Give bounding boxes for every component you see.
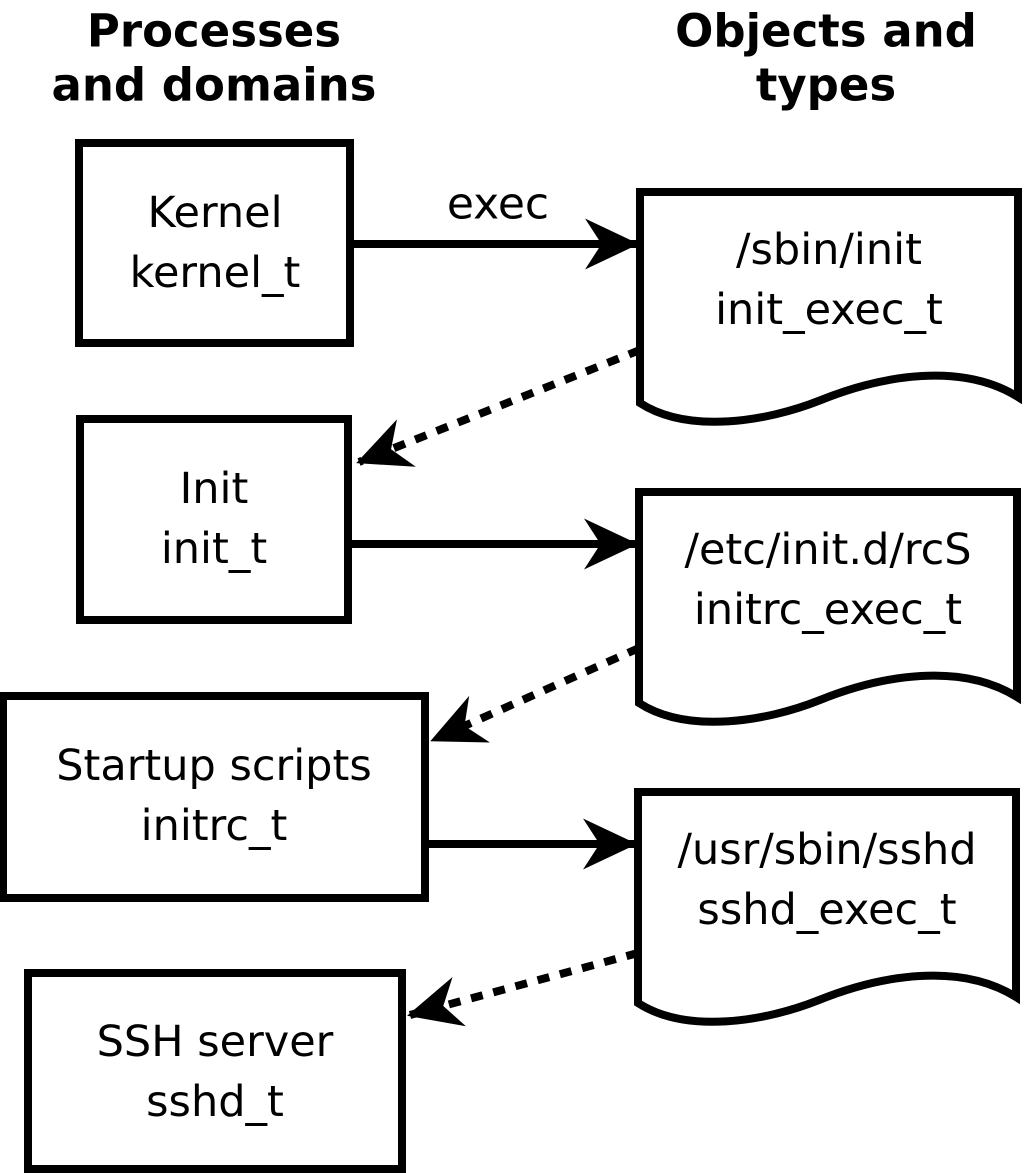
init-box	[76, 415, 352, 624]
startup-scripts-box-name: Startup scripts	[56, 741, 372, 791]
sbin-init-document-path: /sbin/init	[736, 225, 922, 275]
sbin-init-document-group: /sbin/init init_exec_t	[636, 188, 1022, 426]
ssh-server-box-type: sshd_t	[146, 1077, 284, 1127]
usr-sbin-sshd-document	[634, 788, 1020, 1026]
etc-initd-rcs-document-group: /etc/init.d/rcS initrc_exec_t	[635, 488, 1021, 726]
etc-initd-rcs-document-path: /etc/init.d/rcS	[684, 525, 971, 575]
etc-initd-rcs-document-type: initrc_exec_t	[694, 585, 962, 635]
kernel-box-name: Kernel	[147, 188, 282, 238]
startup-scripts-box-type: initrc_t	[141, 801, 288, 851]
ssh-server-box	[24, 969, 406, 1173]
etc-initd-rcs-document	[635, 488, 1021, 726]
transition-arrow-initrc-exec-to-initrc-t	[430, 644, 641, 744]
transition-arrow-sshd-exec-to-sshd-t	[407, 949, 640, 1027]
usr-sbin-sshd-document-path: /usr/sbin/sshd	[677, 825, 976, 875]
init-box-name: Init	[180, 464, 249, 514]
kernel-box	[75, 139, 354, 347]
init-box-type: init_t	[161, 524, 267, 574]
exec-arrow-label: exec	[447, 179, 549, 230]
left-header-line1: Processes	[87, 5, 341, 58]
startup-scripts-box	[0, 692, 429, 902]
sbin-init-document-type: init_exec_t	[715, 285, 943, 335]
sbin-init-document	[636, 188, 1022, 426]
kernel-box-type: kernel_t	[130, 248, 301, 298]
usr-sbin-sshd-document-group: /usr/sbin/sshd sshd_exec_t	[634, 788, 1020, 1026]
left-header-line2: and domains	[52, 59, 377, 112]
right-header-line1: Objects and	[675, 5, 977, 58]
ssh-server-box-name: SSH server	[97, 1017, 334, 1067]
usr-sbin-sshd-document-type: sshd_exec_t	[697, 885, 956, 935]
transition-arrow-init-exec-to-init-t	[356, 346, 642, 467]
right-header-line2: types	[756, 59, 896, 112]
